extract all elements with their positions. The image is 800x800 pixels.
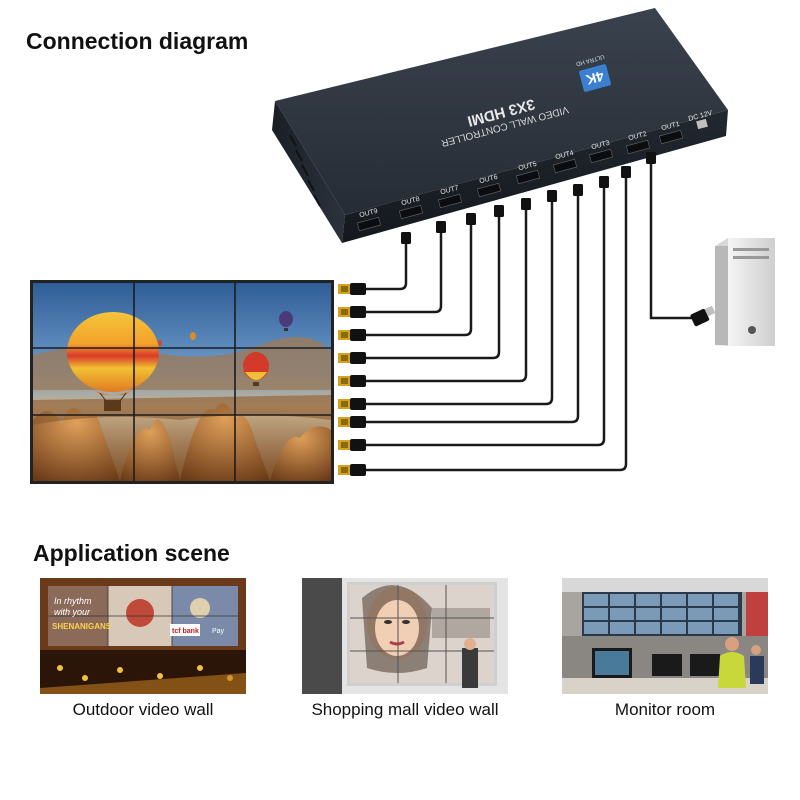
port-out9: OUT9: [356, 208, 382, 232]
port-label: OUT2: [628, 131, 648, 143]
output-cable: [338, 184, 583, 428]
port-label: OUT4: [555, 150, 575, 162]
outdoor-screen-text-2: with your: [54, 607, 91, 617]
port-label: OUT3: [591, 140, 611, 152]
port-label: OUT5: [518, 161, 538, 173]
pc-cable: [646, 152, 716, 327]
caption-monitor-room: Monitor room: [614, 700, 716, 719]
port-out7: OUT7: [437, 185, 463, 209]
outdoor-screen-text-5: Pay: [212, 628, 225, 635]
port-out4: OUT4: [552, 150, 578, 174]
caption-outdoor-video-wall: Outdoor video wall: [72, 700, 214, 719]
output-cable: [338, 166, 631, 476]
port-out3: OUT3: [588, 140, 614, 164]
port-out1: OUT1: [658, 121, 684, 145]
port-out6: OUT6: [476, 174, 502, 198]
output-cable: [338, 232, 411, 295]
caption-shopping-mall-video-wall: Shopping mall video wall: [311, 700, 499, 719]
scene-monitor-room: [562, 578, 768, 694]
output-cable: [338, 190, 557, 410]
pc-tower: [715, 238, 775, 346]
connection-diagram: 3X3 HDMI VIDEO WALL CONTROLLER 4K ULTRA …: [30, 8, 775, 484]
output-cable: [338, 198, 531, 387]
connection-diagram-title: Connection diagram: [26, 28, 249, 54]
scene-shopping-mall-video-wall: [302, 578, 508, 694]
outdoor-screen-text-4: tcf bank: [172, 628, 199, 635]
output-cable: [338, 176, 609, 451]
outdoor-screen-text-3: SHENANIGANS: [52, 622, 112, 631]
port-label: OUT1: [661, 121, 681, 133]
port-label: OUT8: [401, 196, 421, 208]
svg-text:4K: 4K: [584, 68, 605, 88]
port-label: OUT9: [359, 208, 379, 220]
scene-outdoor-video-wall: In rhythm with your SHENANIGANS tcf bank…: [40, 578, 246, 694]
output-cable: [338, 205, 504, 364]
power-jack: [696, 118, 708, 130]
port-out8: OUT8: [398, 196, 424, 220]
port-label: OUT6: [479, 174, 499, 186]
outdoor-screen-text-1: In rhythm: [54, 596, 92, 606]
application-scene-title: Application scene: [33, 540, 230, 566]
port-out2: OUT2: [625, 131, 651, 155]
port-label: OUT7: [440, 185, 460, 197]
output-cable: [338, 221, 446, 318]
output-cable: [338, 213, 476, 341]
video-wall: [30, 280, 334, 484]
port-out5: OUT5: [515, 161, 541, 185]
video-wall-controller: 3X3 HDMI VIDEO WALL CONTROLLER 4K ULTRA …: [272, 8, 728, 243]
